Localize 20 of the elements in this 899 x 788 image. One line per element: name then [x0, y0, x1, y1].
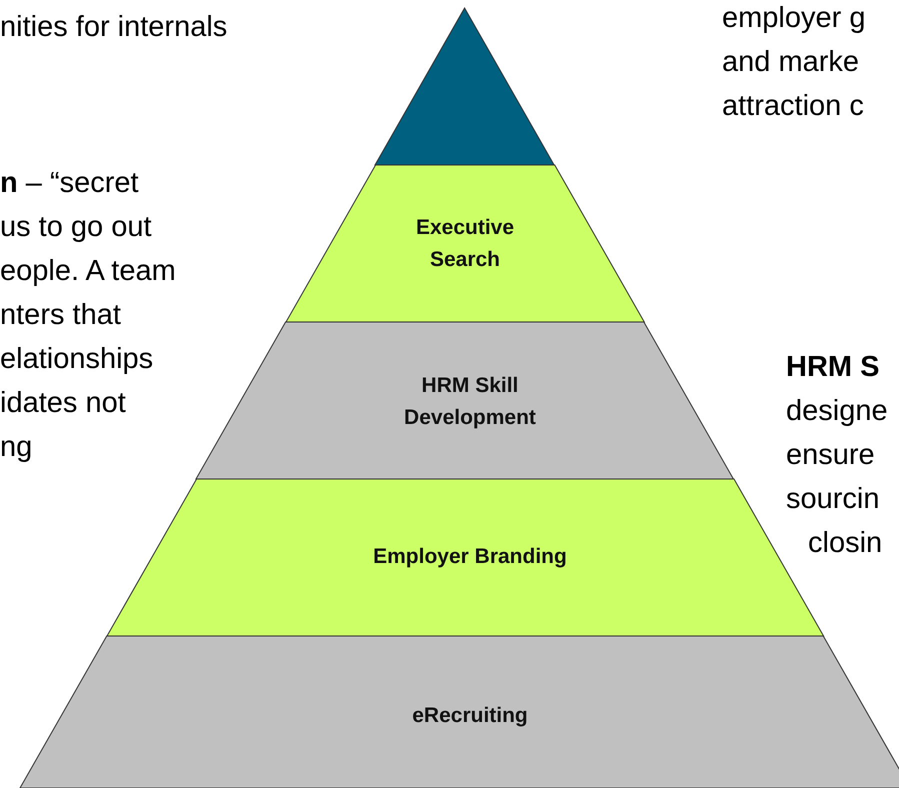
description-text: idates not	[0, 386, 126, 420]
description-text: sourcin	[786, 482, 880, 516]
description-text: us to go out	[0, 210, 152, 244]
layer-label: eRecruiting	[411, 703, 529, 729]
layer-label: Employer Branding	[372, 544, 568, 570]
description-text: attraction c	[722, 89, 864, 123]
description-text: employer g	[722, 1, 866, 35]
description-text: ensure	[786, 438, 875, 472]
description-text: closin	[808, 526, 882, 560]
description-text: designe	[786, 394, 888, 428]
description-text: elationships	[0, 342, 154, 376]
layer-label: HRM Skill Development	[403, 373, 537, 431]
description-text: nters that	[0, 298, 121, 332]
layer-label: Executive Search	[414, 215, 516, 273]
description-text: ng	[0, 430, 32, 464]
description-text: and marke	[722, 45, 860, 79]
description-text: HRM S	[786, 350, 880, 384]
description-text: nities for internals	[0, 10, 228, 44]
description-text: eople. A team	[0, 254, 176, 288]
description-text: n – “secret	[0, 166, 139, 200]
